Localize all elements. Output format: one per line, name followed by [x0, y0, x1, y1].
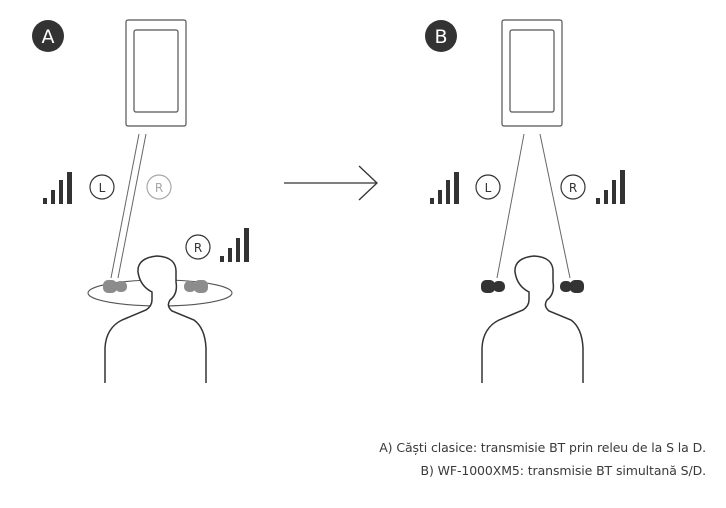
earbud-icon: [103, 280, 127, 293]
svg-text:L: L: [485, 181, 492, 195]
bluetooth-transmission-diagram: A L R R: [32, 19, 625, 383]
caption-line-b: B) WF-1000XM5: transmisie BT simultană S…: [420, 463, 706, 478]
signal-line-b-left: [496, 133, 525, 279]
signal-line-b-right: [539, 133, 571, 279]
badge-a: A: [32, 20, 64, 52]
smartphone-icon: [125, 19, 187, 127]
person-silhouette-icon: [481, 255, 584, 383]
svg-text:A: A: [42, 26, 55, 48]
signal-bars-icon: [430, 172, 459, 204]
earbud-icon: [481, 280, 505, 293]
caption-line-a: A) Căști clasice: transmisie BT prin rel…: [379, 440, 706, 455]
channel-r-relay-label: R: [185, 234, 211, 260]
signal-bars-icon: [596, 170, 625, 204]
earbud-icon: [184, 280, 208, 293]
panel-a: A L R R: [32, 19, 249, 383]
signal-bars-icon: [220, 228, 249, 262]
badge-b: B: [425, 20, 457, 52]
channel-r-faded-label: R: [146, 174, 172, 200]
signal-bars-icon: [43, 172, 72, 204]
channel-l-label: L: [89, 174, 115, 200]
svg-text:R: R: [569, 181, 577, 195]
earbud-icon: [560, 280, 584, 293]
person-silhouette-icon: [104, 255, 207, 383]
svg-text:L: L: [99, 181, 106, 195]
signal-line-a: [110, 133, 147, 279]
channel-l-label: L: [475, 174, 501, 200]
svg-text:R: R: [155, 181, 163, 195]
arrow-right-icon: [284, 165, 378, 201]
panel-b: B L R: [425, 19, 625, 383]
channel-r-label: R: [560, 174, 586, 200]
svg-text:B: B: [434, 26, 447, 48]
svg-text:R: R: [194, 241, 202, 255]
smartphone-icon: [501, 19, 563, 127]
